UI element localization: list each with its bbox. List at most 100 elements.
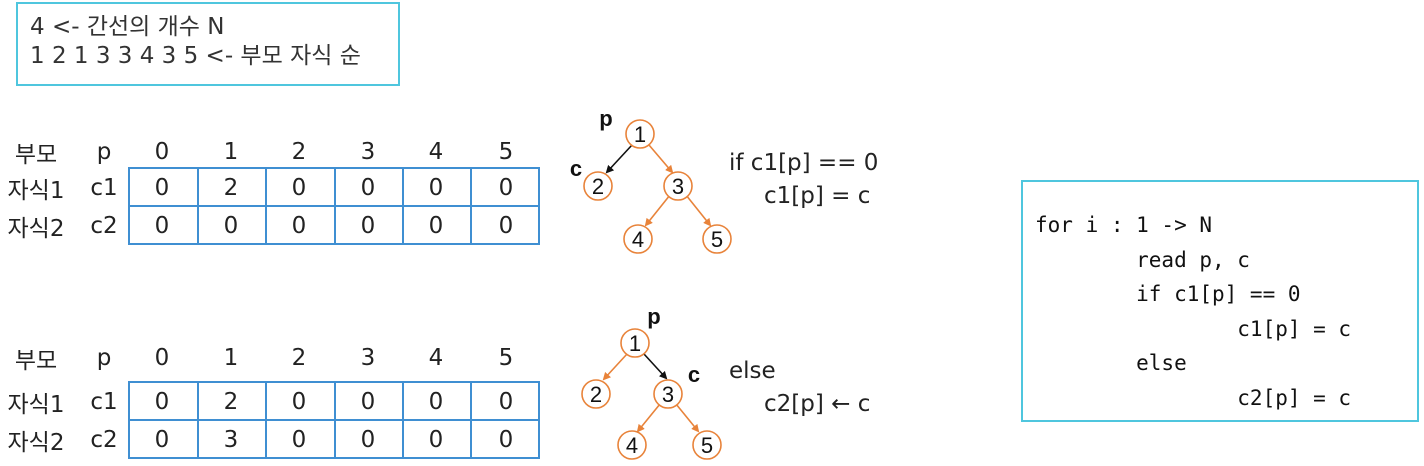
edge-3-5 [675,403,700,433]
index-cell: 4 [428,345,444,371]
node-label: 3 [672,174,684,199]
table-cell: 0 [154,175,170,201]
edge-count-line: 4 <- 간선의 개수 N [30,14,225,40]
table-cell: 0 [291,213,307,239]
row-var-c2: c2 [90,213,118,239]
tree-node [583,171,613,201]
row-var-c1: c1 [90,389,118,415]
code-line: c2[p] = c [1035,385,1352,410]
table-cell: 0 [291,389,307,415]
table-cell: 0 [360,213,376,239]
node-label: 1 [629,331,641,356]
table-grid [128,381,540,459]
index-cell: 2 [291,345,307,371]
condition-assign-c2-line: c2[p] ← c [764,391,871,417]
node-label: 1 [634,122,646,147]
edge-1-3 [648,144,674,174]
node-label: 2 [590,382,602,407]
table-cell: 0 [498,389,514,415]
index-cell: 0 [154,345,170,371]
edge-3-4 [644,194,671,227]
tree-node [702,224,732,254]
child-array-table-2: 부모 p 0 1 2 3 4 5 자식1 c1 자식2 c2 0 2 0 0 0… [0,345,560,466]
edge-3-5 [685,194,712,227]
index-cell: 3 [360,139,376,165]
row-label-child1: 자식1 [7,178,65,204]
table-cell: 0 [360,175,376,201]
table-grid [128,167,540,245]
index-cell: 4 [428,139,444,165]
binary-tree-1: 1 2 3 4 5 p c [570,106,732,254]
table-cell: 3 [223,427,239,453]
index-cell: 3 [360,345,376,371]
index-cell: 1 [223,139,239,165]
condition-else-line: else [729,358,776,384]
node-label: 2 [592,174,604,199]
row-var-c1: c1 [90,175,118,201]
table-cell: 2 [223,175,239,201]
condition-assign-c1-line: c1[p] = c [764,183,871,209]
tree-node [620,328,650,358]
table-cell: 0 [154,389,170,415]
tree-node [581,379,611,409]
row-var-c2: c2 [90,427,118,453]
code-line: if c1[p] == 0 [1035,282,1301,306]
code-line: else [1035,351,1187,375]
table-cell: 2 [223,389,239,415]
index-cell: 1 [223,345,239,371]
table-cell: 0 [428,213,444,239]
child-array-table-1: 부모 p 0 1 2 3 4 5 자식1 c1 자식2 c2 0 2 0 0 0… [0,132,560,252]
table-cell: 0 [428,175,444,201]
header-var: p [96,139,112,165]
table-cell: 0 [154,427,170,453]
row-label-child2: 자식2 [7,430,65,456]
table-cell: 0 [154,213,170,239]
input-description-box: 4 <- 간선의 개수 N 1 2 1 3 3 4 3 5 <- 부모 자식 순 [16,2,400,86]
header-label: 부모 [14,142,58,168]
child-pointer-label: c [570,156,582,181]
row-label-child2: 자식2 [7,216,65,242]
index-cell: 5 [498,345,514,371]
tree-node [663,171,693,201]
code-line: for i : 1 -> N [1035,213,1213,237]
index-cell: 5 [498,139,514,165]
condition-if-line: if c1[p] == 0 [729,150,879,176]
node-label: 5 [701,433,713,458]
index-cell: 2 [291,139,307,165]
table-cell: 0 [498,175,514,201]
code-line: read p, c [1035,247,1250,272]
table-cell: 0 [498,427,514,453]
pseudocode-box: for i : 1 -> N read p, c if c1[p] == 0 c… [1021,180,1419,422]
header-label: 부모 [14,348,58,374]
tree-node [692,430,722,460]
tree-node [625,119,655,149]
tree-node [653,379,683,409]
table-cell: 0 [360,389,376,415]
edge-1-2 [602,353,628,381]
header-var: p [96,345,112,371]
parent-child-line: 1 2 1 3 3 4 3 5 <- 부모 자식 순 [30,43,361,69]
edge-3-4 [636,403,661,433]
parent-pointer-label: p [599,106,612,131]
table-cell: 0 [498,213,514,239]
binary-tree-2: 1 2 3 4 5 p c [581,304,722,460]
tree-node [617,430,647,460]
table-cell: 0 [360,427,376,453]
node-label: 3 [662,382,674,407]
node-label: 4 [632,227,644,252]
parent-pointer-label: p [647,304,660,329]
edge-1-2 [605,144,633,174]
table-cell: 0 [428,389,444,415]
table-cell: 0 [291,175,307,201]
child-pointer-label: c [688,362,700,387]
index-cell: 0 [154,139,170,165]
node-label: 4 [626,433,638,458]
edge-1-3 [643,353,668,380]
table-cell: 0 [428,427,444,453]
table-cell: 0 [291,427,307,453]
row-label-child1: 자식1 [7,392,65,418]
table-cell: 0 [223,213,239,239]
node-label: 5 [711,227,723,252]
tree-node [623,224,653,254]
code-line: c1[p] = c [1035,316,1352,341]
